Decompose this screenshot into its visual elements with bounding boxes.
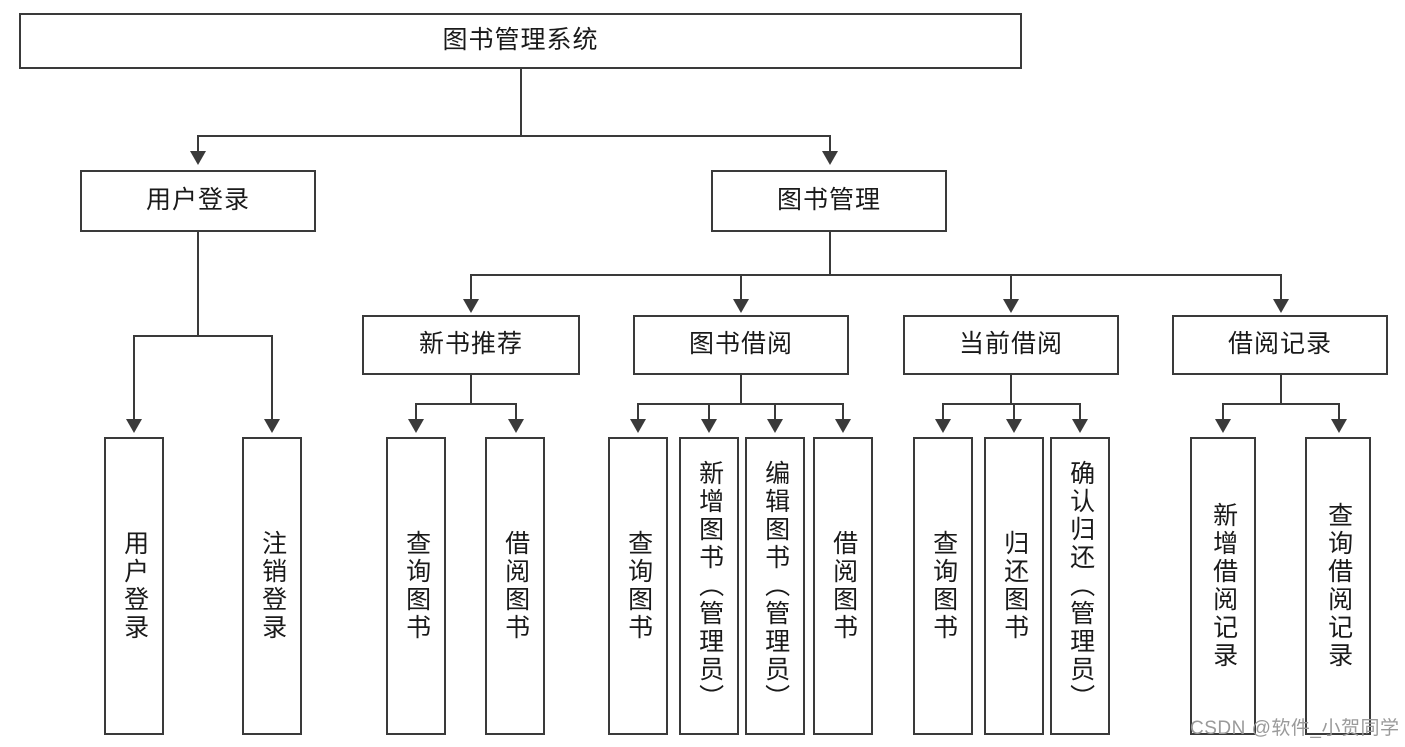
leaf-query-books-recommend[interactable]: 查询图书 — [386, 437, 446, 735]
arrowhead-book-borrow-leaf-4 — [835, 419, 851, 433]
connector-current-borrow-bus — [942, 403, 1080, 405]
leaf-add-book-admin[interactable]: 新增图书（管理员） — [679, 437, 739, 735]
connector-book-borrow-branch-1 — [637, 403, 639, 419]
node-book-management-label: 图书管理 — [776, 186, 881, 215]
arrowhead-book-borrow-leaf-2 — [701, 419, 717, 433]
leaf-borrow-books-recommend-label: 借阅图书 — [501, 530, 530, 642]
leaf-user-login[interactable]: 用户登录 — [104, 437, 164, 735]
arrowhead-user-login-leaf-2 — [264, 419, 280, 433]
leaf-query-books-borrow-label: 查询图书 — [624, 530, 653, 642]
leaf-confirm-return-admin[interactable]: 确认归还（管理员） — [1050, 437, 1110, 735]
arrowhead-to-current-borrow — [1003, 299, 1019, 313]
arrowhead-to-new-book-rec — [463, 299, 479, 313]
leaf-add-borrow-record-label: 新增借阅记录 — [1209, 502, 1238, 670]
connector-book-mgmt-stem — [829, 232, 831, 274]
arrowhead-current-borrow-leaf-2 — [1006, 419, 1022, 433]
leaf-logout[interactable]: 注销登录 — [242, 437, 302, 735]
connector-root-to-book-mgmt — [829, 135, 831, 151]
connector-user-login-branch-2 — [271, 335, 273, 419]
node-current-borrow-label: 当前借阅 — [958, 330, 1063, 359]
arrowhead-book-borrow-leaf-3 — [767, 419, 783, 433]
arrowhead-root-to-book-mgmt — [822, 151, 838, 165]
node-book-borrow[interactable]: 图书借阅 — [633, 315, 849, 375]
connector-user-login-branch-1 — [133, 335, 135, 419]
connector-book-borrow-bus — [637, 403, 843, 405]
node-user-login-label: 用户登录 — [145, 186, 250, 215]
csdn-watermark: CSDN @软件_小贺同学 — [1190, 718, 1400, 739]
connector-current-borrow-branch-2 — [1013, 403, 1015, 419]
connector-borrow-record-branch-2 — [1338, 403, 1340, 419]
arrowhead-user-login-leaf-1 — [126, 419, 142, 433]
connector-borrow-record-branch-1 — [1222, 403, 1224, 419]
node-user-login[interactable]: 用户登录 — [80, 170, 316, 232]
node-root-label: 图书管理系统 — [442, 26, 599, 55]
leaf-confirm-return-admin-label: 确认归还（管理员） — [1066, 460, 1095, 712]
connector-user-login-bus — [133, 335, 271, 337]
connector-current-borrow-branch-1 — [942, 403, 944, 419]
leaf-return-books-label: 归还图书 — [1000, 530, 1029, 642]
node-new-book-recommend-label: 新书推荐 — [418, 330, 523, 359]
leaf-query-borrow-record[interactable]: 查询借阅记录 — [1305, 437, 1371, 735]
connector-current-borrow-stem — [1010, 375, 1012, 403]
arrowhead-book-borrow-leaf-1 — [630, 419, 646, 433]
connector-new-book-rec-stem — [470, 375, 472, 403]
leaf-query-books-current[interactable]: 查询图书 — [913, 437, 973, 735]
node-root[interactable]: 图书管理系统 — [19, 13, 1022, 69]
arrowhead-root-to-user-login — [190, 151, 206, 165]
leaf-borrow-books-borrow[interactable]: 借阅图书 — [813, 437, 873, 735]
connector-book-mgmt-branch-1 — [470, 274, 472, 299]
connector-borrow-record-bus — [1222, 403, 1339, 405]
leaf-return-books[interactable]: 归还图书 — [984, 437, 1044, 735]
connector-book-mgmt-branch-4 — [1280, 274, 1282, 299]
leaf-logout-label: 注销登录 — [258, 530, 287, 642]
connector-new-book-rec-branch-2 — [515, 403, 517, 419]
connector-book-mgmt-bus — [470, 274, 1280, 276]
arrowhead-current-borrow-leaf-1 — [935, 419, 951, 433]
node-borrow-record-label: 借阅记录 — [1227, 330, 1332, 359]
connector-book-mgmt-branch-2 — [740, 274, 742, 299]
connector-borrow-record-stem — [1280, 375, 1282, 403]
leaf-query-borrow-record-label: 查询借阅记录 — [1324, 502, 1353, 670]
leaf-edit-book-admin-label: 编辑图书（管理员） — [761, 460, 790, 712]
leaf-query-books-current-label: 查询图书 — [929, 530, 958, 642]
arrowhead-to-book-borrow — [733, 299, 749, 313]
arrowhead-to-borrow-record — [1273, 299, 1289, 313]
leaf-borrow-books-recommend[interactable]: 借阅图书 — [485, 437, 545, 735]
leaf-borrow-books-borrow-label: 借阅图书 — [829, 530, 858, 642]
connector-new-book-rec-bus — [415, 403, 516, 405]
node-book-management[interactable]: 图书管理 — [711, 170, 947, 232]
connector-book-borrow-branch-3 — [774, 403, 776, 419]
leaf-query-books-recommend-label: 查询图书 — [402, 530, 431, 642]
arrowhead-new-book-rec-leaf-2 — [508, 419, 524, 433]
connector-book-borrow-branch-4 — [842, 403, 844, 419]
connector-user-login-stem — [197, 232, 199, 335]
node-borrow-record[interactable]: 借阅记录 — [1172, 315, 1388, 375]
node-new-book-recommend[interactable]: 新书推荐 — [362, 315, 580, 375]
leaf-edit-book-admin[interactable]: 编辑图书（管理员） — [745, 437, 805, 735]
connector-new-book-rec-branch-1 — [415, 403, 417, 419]
arrowhead-borrow-record-leaf-1 — [1215, 419, 1231, 433]
connector-book-mgmt-branch-3 — [1010, 274, 1012, 299]
connector-book-borrow-branch-2 — [708, 403, 710, 419]
leaf-query-books-borrow[interactable]: 查询图书 — [608, 437, 668, 735]
arrowhead-current-borrow-leaf-3 — [1072, 419, 1088, 433]
leaf-add-borrow-record[interactable]: 新增借阅记录 — [1190, 437, 1256, 735]
node-book-borrow-label: 图书借阅 — [688, 330, 793, 359]
connector-root-to-user-login — [197, 135, 199, 151]
arrowhead-new-book-rec-leaf-1 — [408, 419, 424, 433]
leaf-user-login-label: 用户登录 — [120, 530, 149, 642]
arrowhead-borrow-record-leaf-2 — [1331, 419, 1347, 433]
node-current-borrow[interactable]: 当前借阅 — [903, 315, 1119, 375]
leaf-add-book-admin-label: 新增图书（管理员） — [695, 460, 724, 712]
connector-book-borrow-stem — [740, 375, 742, 403]
connector-current-borrow-branch-3 — [1079, 403, 1081, 419]
connector-root-stem — [520, 69, 522, 135]
connector-root-bus — [197, 135, 831, 137]
